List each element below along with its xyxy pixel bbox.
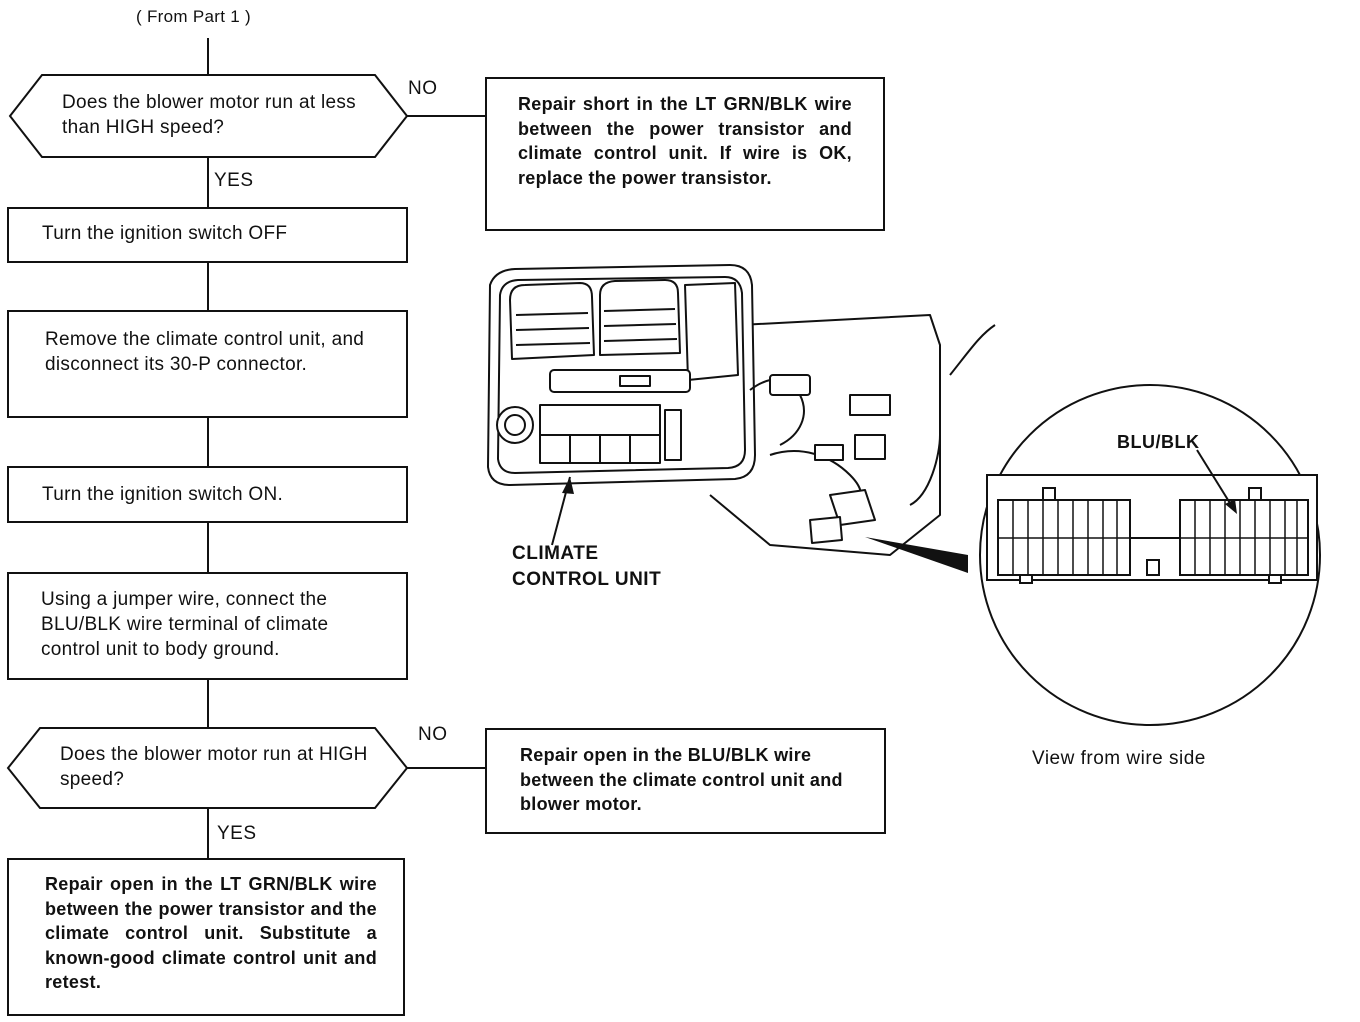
- repair-box-2: Repair open in the BLU/BLK wire between …: [485, 728, 886, 834]
- repair-1-text: Repair short in the LT GRN/BLK wire betw…: [518, 94, 852, 188]
- decision-1-text: Does the blower motor run at less than H…: [62, 92, 356, 138]
- repair-box-1: Repair short in the LT GRN/BLK wire betw…: [485, 77, 885, 231]
- decision-2-yes-label: YES: [217, 823, 257, 844]
- from-part-label: ( From Part 1 ): [136, 7, 252, 26]
- connector-magnified-view: [979, 384, 1321, 726]
- step-4-text: Using a jumper wire, connect the BLU/BLK…: [41, 589, 329, 660]
- step-2-text: Remove the climate control unit, and dis…: [45, 329, 365, 375]
- step-2-box: Remove the climate control unit, and dis…: [7, 310, 408, 418]
- repair-3-text: Repair open in the LT GRN/BLK wire betwe…: [45, 874, 377, 992]
- decision-1-no-label: NO: [408, 78, 438, 99]
- step-1-text: Turn the ignition switch OFF: [42, 223, 288, 244]
- climate-control-unit-illustration: [487, 264, 996, 573]
- view-caption: View from wire side: [1032, 748, 1206, 769]
- decision-2-no-label: NO: [418, 724, 448, 745]
- step-1-box: Turn the ignition switch OFF: [7, 207, 408, 263]
- decision-2-text: Does the blower motor run at HIGH speed?: [60, 744, 368, 790]
- repair-2-text: Repair open in the BLU/BLK wire between …: [520, 745, 843, 814]
- decision-1-yes-label: YES: [214, 170, 254, 191]
- blu-blk-terminal-label: BLU/BLK: [1117, 432, 1200, 452]
- repair-box-3: Repair open in the LT GRN/BLK wire betwe…: [7, 858, 405, 1016]
- climate-control-unit-label: CLIMATE CONTROL UNIT: [512, 543, 662, 590]
- step-3-text: Turn the ignition switch ON.: [42, 484, 284, 505]
- step-4-box: Using a jumper wire, connect the BLU/BLK…: [7, 572, 408, 680]
- step-3-box: Turn the ignition switch ON.: [7, 466, 408, 523]
